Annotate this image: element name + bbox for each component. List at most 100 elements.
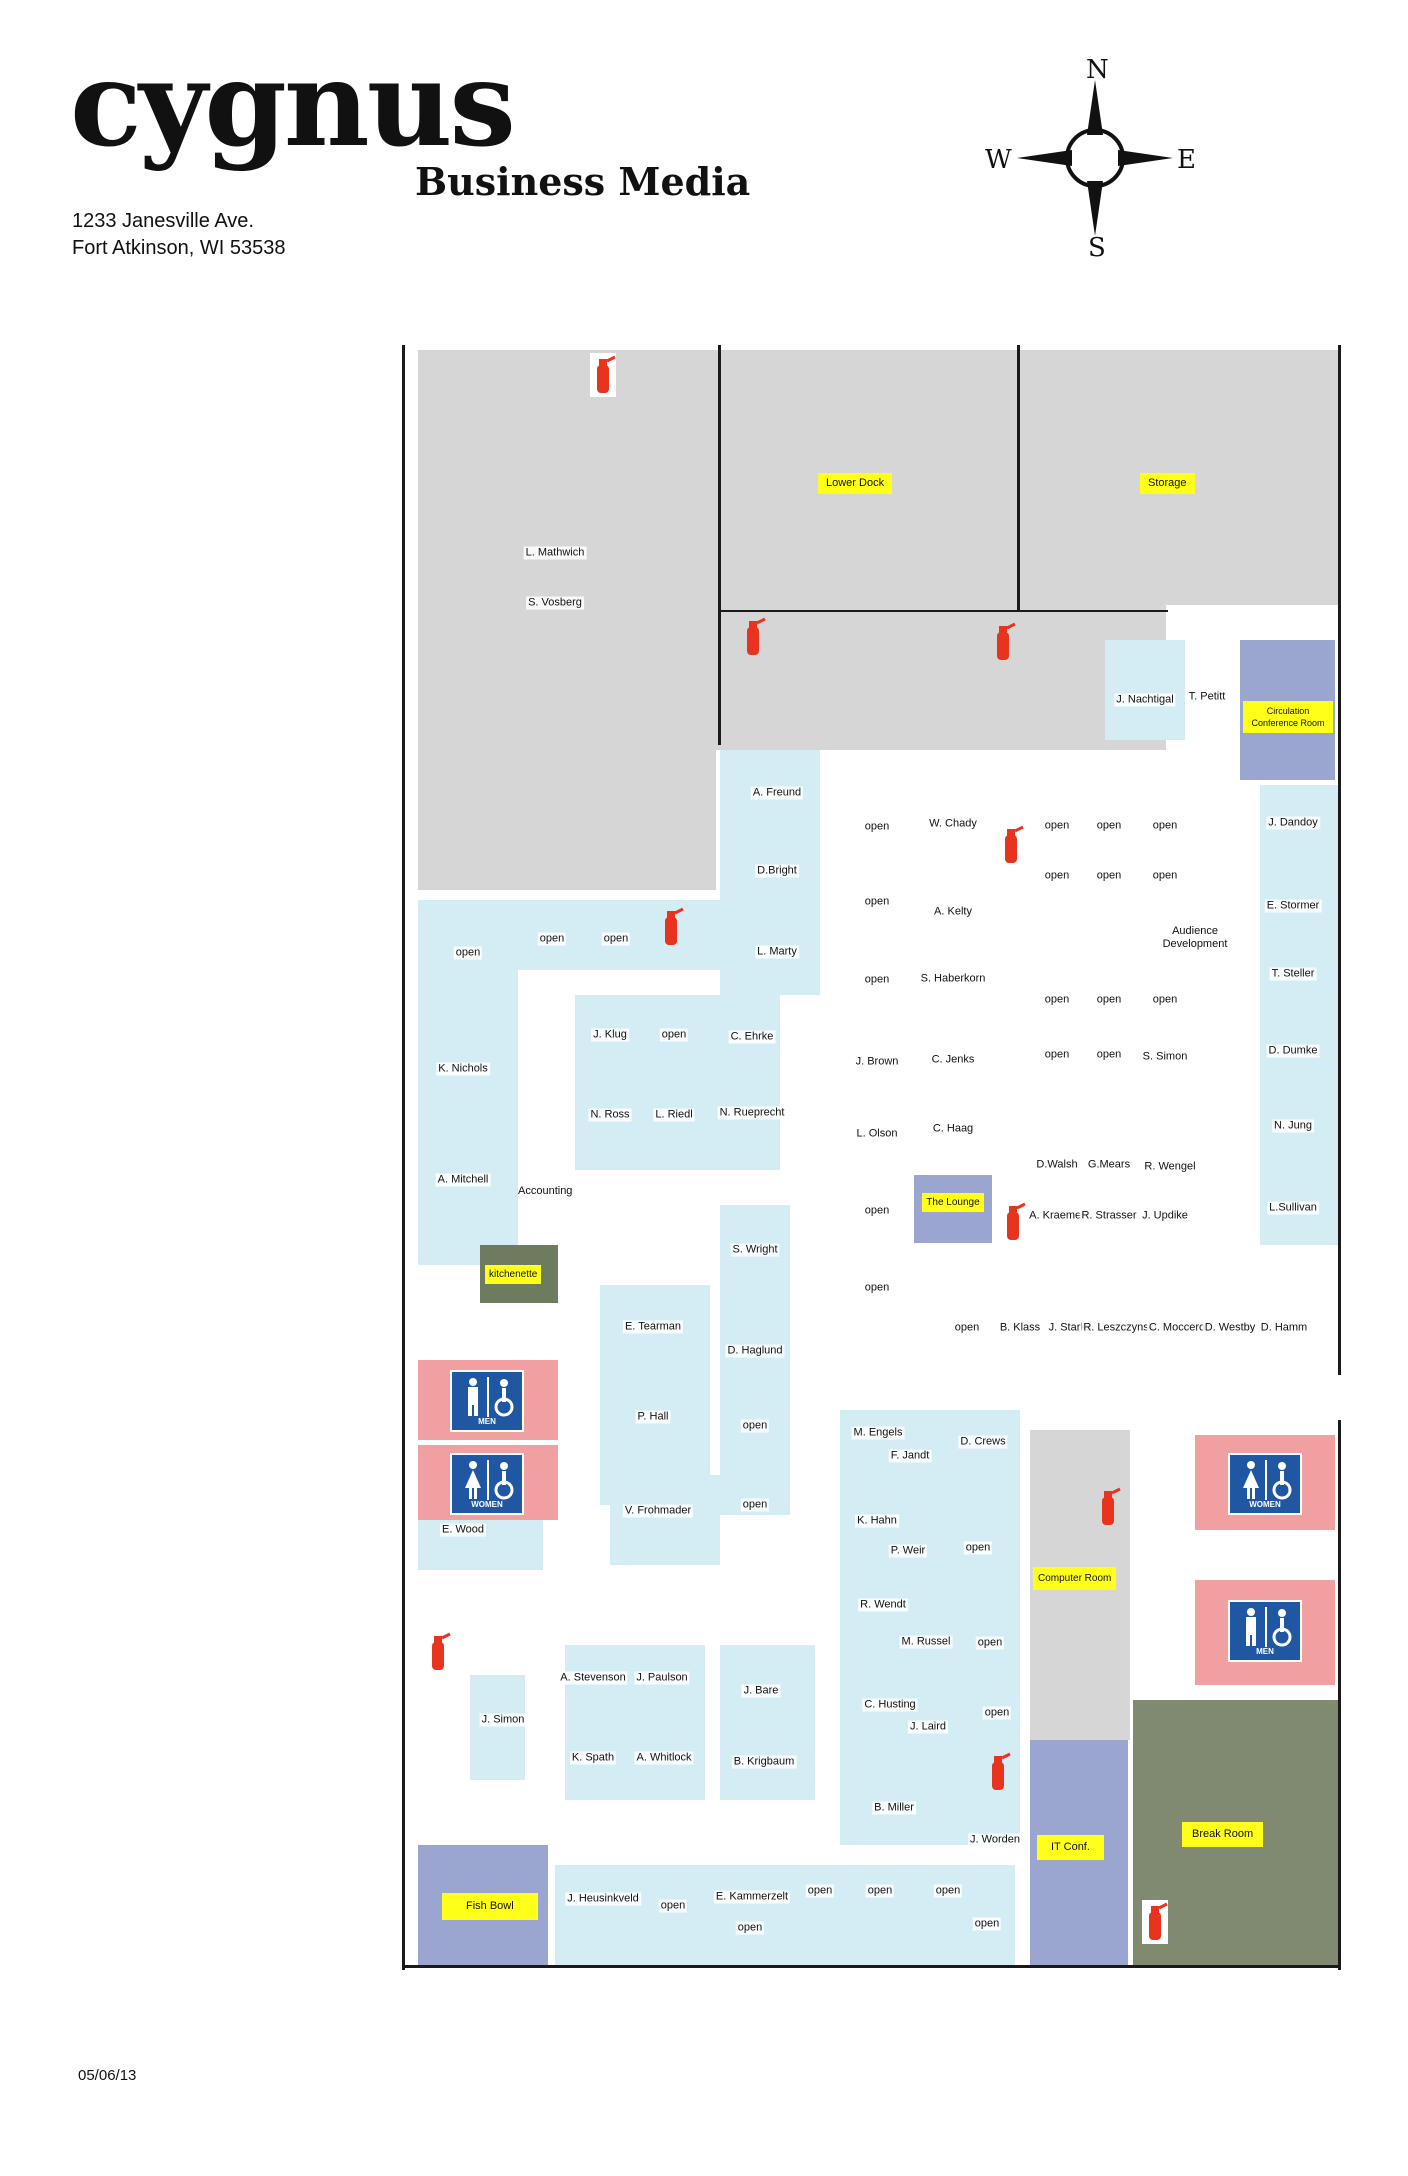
desk-label-59: J. Simon [479,1713,527,1727]
womens-sign-east-text: WOMEN [1249,1500,1281,1509]
floor-plan: Lower Dock Storage Circulation Conferenc… [400,345,1344,1970]
open-desk-15: open [1094,1048,1124,1062]
open-desk-2: open [862,973,892,987]
open-desk-29: open [933,1884,963,1898]
desk-label-27: K. Nichols [436,1062,490,1076]
east-wall-top [1338,345,1341,1375]
womens-sign-east: WOMEN [1228,1453,1302,1515]
desk-label-9: S. Haberkorn [918,972,988,986]
open-desk-3: open [862,1204,892,1218]
compass-s: S [1088,233,1106,263]
desk-label-28: A. Mitchell [435,1173,491,1187]
break-room-label: Break Room [1182,1822,1264,1847]
desk-label-31: L. Riedl [653,1108,695,1122]
row-desk-4: D. Westby [1202,1321,1258,1335]
office-jsimon [470,1675,525,1780]
south-wall [402,1965,1339,1968]
mens-sign-east: MEN [1228,1600,1302,1662]
open-desk-20: open [740,1419,770,1433]
office-east-column [1260,785,1338,1245]
open-desk-23: open [975,1636,1005,1650]
open-desk-28: open [865,1884,895,1898]
womens-sign-west-text: WOMEN [471,1500,503,1509]
desk-label-56: J. Worden [968,1833,1022,1847]
row-desk-3: C. Moccero [1146,1321,1208,1335]
desk-label-5: D.Bright [755,864,799,878]
open-desk-1: open [862,895,892,909]
desk-label-46: M. Russel [899,1635,953,1649]
fire-extinguisher-icon [1102,1487,1121,1525]
dock-inner-wall [718,610,1168,612]
open-desk-26: open [805,1884,835,1898]
desk-label-35: D. Haglund [725,1344,785,1358]
desk-label-6: L. Marty [755,945,799,959]
kitchenette-label: kitchenette [485,1265,542,1284]
desk-label-10: C. Jenks [929,1053,977,1067]
open-desk-6: open [1094,819,1124,833]
open-desk-8: open [1042,869,1072,883]
dock-divider [718,345,721,745]
open-desk-14: open [1042,1048,1072,1062]
fire-extinguisher-icon [1005,825,1024,863]
office-cluster-centre [720,1205,790,1515]
open-desk-21: open [740,1498,770,1512]
desk-label-2: J. Nachtigal [1114,693,1176,707]
desk-label-24: A. Kraemer [1027,1209,1087,1223]
desk-label-57: J. Heusinkveld [565,1892,641,1906]
desk-label-32: C. Ehrke [728,1030,776,1044]
row-desk-0: B. Klass [997,1321,1043,1335]
address: 1233 Janesville Ave. Fort Atkinson, WI 5… [72,208,285,262]
restroom-men-icon [468,1377,514,1417]
open-desk-9: open [1094,869,1124,883]
fire-extinguisher-icon [590,353,616,397]
open-desk-22: open [963,1541,993,1555]
audience-dev-label: Audience Development [1162,925,1228,950]
restroom-men-icon [1246,1607,1292,1647]
office-west-top [418,900,518,1170]
it-conf-label: IT Conf. [1037,1835,1104,1860]
storage-divider [1017,345,1020,610]
storage-label: Storage [1140,473,1195,494]
open-desk-27: open [735,1921,765,1935]
office-nachtigal [1105,640,1185,740]
desk-label-45: R. Wendt [858,1598,908,1612]
desk-label-26: J. Updike [1140,1209,1190,1223]
restroom-women-icon [1243,1460,1292,1500]
desk-label-22: G.Mears [1085,1158,1133,1172]
open-desk-30: open [972,1917,1002,1931]
desk-label-52: B. Krigbaum [731,1755,797,1769]
office-cluster-bare [720,1645,815,1800]
circulation-label: Circulation Conference Room [1243,701,1333,733]
compass-icon [1017,80,1173,236]
desk-label-13: L. Olson [854,1127,900,1141]
open-desk-31: open [952,1321,982,1335]
open-desk-10: open [1150,869,1180,883]
desk-label-38: V. Frohmader [622,1504,694,1518]
desk-label-11: C. Haag [930,1122,976,1136]
desk-label-58: E. Kammerzelt [713,1890,791,1904]
desk-label-19: L.Sullivan [1267,1201,1319,1215]
office-cluster-frohmader [610,1475,720,1565]
compass-rose: N S E W [985,55,1205,263]
desk-label-21: D.Walsh [1034,1158,1080,1172]
mens-sign-east-text: MEN [1256,1647,1274,1656]
mens-sign-west: MEN [450,1370,524,1432]
open-desk-25: open [658,1899,688,1913]
desk-label-20: S. Simon [1140,1050,1190,1064]
desk-label-44: P. Weir [888,1544,928,1558]
desk-label-47: A. Stevenson [558,1671,628,1685]
desk-label-43: K. Hahn [855,1514,899,1528]
open-desk-7: open [1150,819,1180,833]
desk-label-16: T. Steller [1269,967,1317,981]
desk-label-14: J. Dandoy [1266,816,1320,830]
fire-extinguisher-icon [747,617,766,655]
desk-label-55: B. Miller [872,1801,916,1815]
compass-n: N [1086,55,1109,85]
logo-wordmark: cygnus [70,34,516,173]
fire-extinguisher-icon [1007,1202,1026,1240]
desk-label-18: N. Jung [1272,1119,1314,1133]
open-desk-5: open [1042,819,1072,833]
open-desk-18: open [601,932,631,946]
desk-label-15: E. Stormer [1264,899,1322,913]
desk-label-41: F. Jandt [888,1449,932,1463]
